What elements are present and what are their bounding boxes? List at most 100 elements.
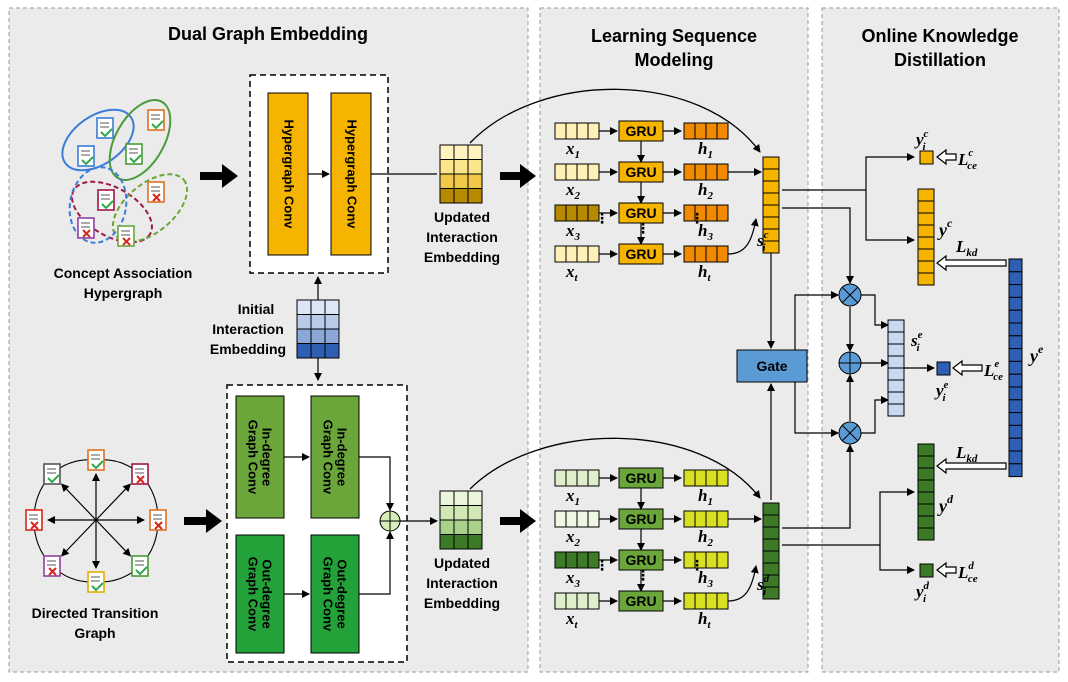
updated-embedding-matrix-bottom [439,490,483,550]
vector-cell [565,469,578,487]
vector-cell [887,403,905,417]
vector-cell [576,163,589,181]
matrix-cell [310,299,326,315]
hypergraph-conv-1 [267,92,309,256]
vector-cell [1008,360,1023,375]
vector-cell [762,550,780,564]
vector-cell [694,122,707,140]
vector-cell [917,527,935,541]
gru-label: GRU [625,593,656,609]
multiply-top-icon [838,283,862,307]
vector-cell [716,510,729,528]
loss-ce-c-arrow [936,148,957,166]
graph-edge-1 [95,483,132,521]
matrix-cell [467,490,483,506]
vector-cell [554,204,567,222]
matrix-cell [439,159,455,175]
vector-cell [917,248,935,262]
out-degree-1-label-a: Out-degree [260,559,275,628]
vector-cell [887,391,905,405]
vector-cell [705,204,718,222]
matrix-cell [310,328,326,344]
gate-box [736,349,808,383]
initial-label-3: Embedding [210,341,286,357]
vector-cell [1008,322,1023,337]
vector-cell [1008,335,1023,350]
updated-top-label-2: Interaction [426,229,498,245]
vector-cell [683,592,696,610]
ht-to-s-arrow [727,565,759,602]
vector-cell [554,163,567,181]
hypergraph-conv-2-label: Hypergraph Conv [345,119,360,229]
vector-cell [716,551,729,569]
gru-label: GRU [625,511,656,527]
vector-cell [683,245,696,263]
vector-cell [716,592,729,610]
panel-title-dual-graph: Dual Graph Embedding [168,24,368,44]
node-icon-7 [117,225,135,247]
node-icon-2 [77,145,95,167]
loss-arrows [936,148,1007,579]
matrix-cell [467,519,483,535]
y-e-vector [1008,258,1023,478]
vector-cell [694,245,707,263]
vector-cell [576,469,589,487]
y-i-c-cell [919,150,934,165]
s-e-vector [887,319,905,417]
vector-cell [565,510,578,528]
matrix-cell [439,173,455,189]
y-i-e-cell [936,361,951,376]
matrix-cell [296,299,312,315]
in-degree-conv-1 [235,395,285,519]
concept-hypergraph-label-1: Concept Association [54,265,193,281]
vector-cell [705,551,718,569]
label-y-d: yd [937,492,954,516]
add-icon [838,351,862,375]
vector-cell [576,245,589,263]
vector-cell [917,212,935,226]
directed-transition-graph [25,449,167,593]
vector-cell [694,592,707,610]
vector-cell [1008,284,1023,298]
node-icon-5 [147,181,165,203]
vector-cell [1008,450,1023,465]
multiply-bottom-icon [838,421,862,445]
vector-cell [917,188,935,202]
vector-cell [762,514,780,528]
big-arrow-hypergraph [200,164,238,188]
matrix-cell [453,188,469,204]
vector-cell [762,168,780,182]
graph-node-icon-6 [25,509,43,531]
graph-node-icon-7 [43,463,61,485]
vector-cell [762,192,780,206]
matrix-cell [324,343,340,359]
matrix-cell [467,505,483,521]
vector-cell [1008,348,1023,362]
gru-label: GRU [625,552,656,568]
vector-cell [917,224,935,238]
vector-cell [565,163,578,181]
big-arrow-seq-bottom [500,509,536,533]
loss-kd-top-arrow [936,254,1007,272]
matrix-cell [324,328,340,344]
vector-cell [716,122,729,140]
matrix-cell [324,299,340,315]
out-degree-conv-2 [310,534,360,654]
vector-cell [1008,424,1023,439]
vector-cell [716,204,729,222]
vector-cell [683,510,696,528]
matrix-cell [439,519,455,535]
vector-cell [565,122,578,140]
vector-cell [554,122,567,140]
matrix-cell [453,519,469,535]
vector-cell [705,592,718,610]
vector-cell [917,467,935,481]
vector-cell [917,479,935,493]
concept-hypergraph-label-2: Hypergraph [84,285,163,301]
vector-cell [1008,412,1023,426]
out-degree-2-label-b: Graph Conv [321,557,336,632]
y-c-vector [917,188,935,286]
graph-node-icon-5 [43,555,61,577]
vector-cell [694,469,707,487]
